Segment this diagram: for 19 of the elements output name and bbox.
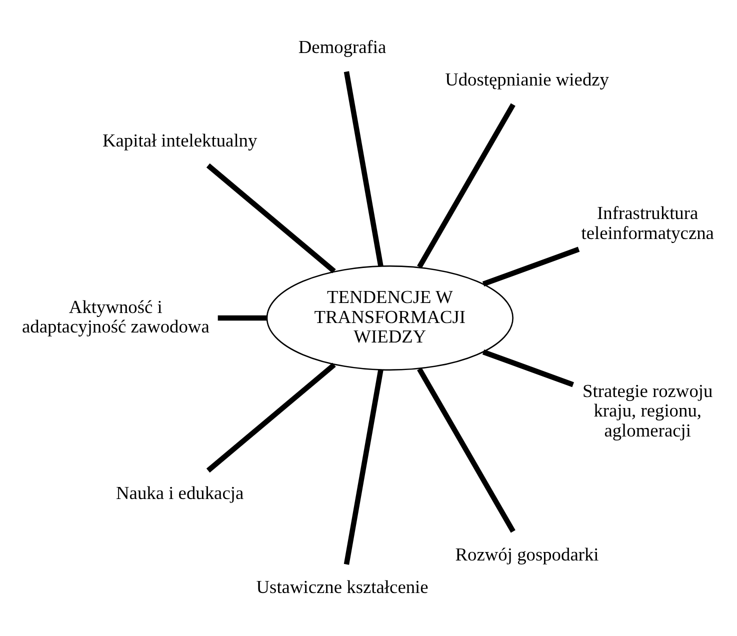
connector xyxy=(417,103,516,268)
node-ellipse: TENDENCJE W TRANSFORMACJI WIEDZY xyxy=(266,265,514,371)
node-text: Infrastruktura teleinformatyczna xyxy=(581,203,714,243)
connector xyxy=(206,163,336,274)
node-text: Rozwój gospodarki xyxy=(455,544,599,564)
node-text: Strategie rozwoju kraju, regionu, aglomeracji xyxy=(582,380,713,440)
node-text: Nauka i edukacja xyxy=(116,483,244,504)
connector xyxy=(417,368,516,533)
node-text: Demografia xyxy=(298,36,386,57)
connector xyxy=(482,350,574,388)
connector xyxy=(344,71,384,266)
connector xyxy=(206,362,336,473)
connector xyxy=(344,370,384,565)
connector xyxy=(218,315,267,321)
node-text: Kapitał intelektualny xyxy=(102,130,258,151)
connector xyxy=(482,246,580,286)
node-text: Udostępnianie wiedzy xyxy=(445,69,610,90)
node-text: Aktywność i adaptacyjność zawodowa xyxy=(22,297,210,337)
node-text: Ustawiczne kształcenie xyxy=(256,576,428,597)
